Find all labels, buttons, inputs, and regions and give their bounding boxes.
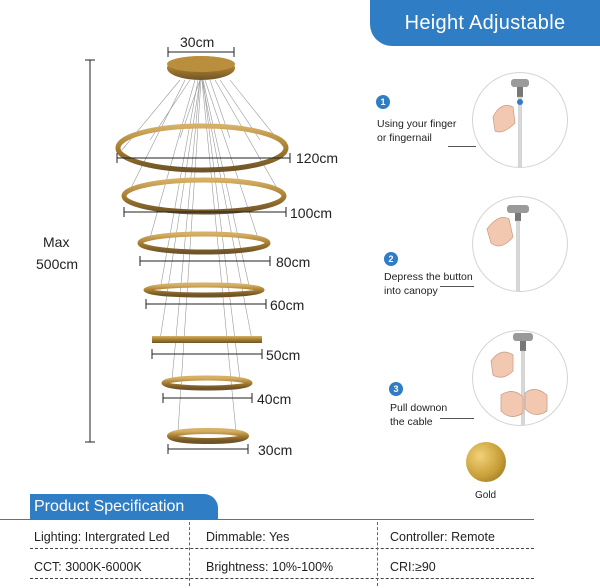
step-1-number: 1 [376,95,390,109]
spec-cri: CRI:≥90 [390,560,436,574]
ring-size-label-50: 50cm [266,347,301,363]
ring-size-label-100: 100cm [290,205,333,221]
spec-controller: Controller: Remote [390,530,495,544]
step-2-illustration [472,196,568,292]
pull-cable-icon [490,333,548,425]
step-3-line-1: Pull downon [390,402,448,414]
chandelier-illustration [85,47,291,454]
max-height-dimension-line [85,59,95,443]
ring-80 [137,231,271,255]
finger-press-icon [492,79,529,167]
ring-60 [143,282,265,298]
step-1-line-2: or fingernail [377,132,432,144]
canopy-dimension-line [167,47,235,57]
ring-120 [115,123,289,173]
step-1-line-1: Using your finger [377,118,457,130]
suspension-wires [121,79,287,433]
spec-divider-1 [30,548,534,549]
ring-size-label-60: 60cm [270,297,305,313]
spec-brightness: Brightness: 10%-100% [206,560,334,574]
step-2-number: 2 [384,252,398,266]
ring-dimension-lines [116,153,291,454]
canopy-width-label: 30cm [180,34,215,50]
spec-title: Product Specification [30,494,218,520]
max-value-label: 500cm [36,256,79,272]
gold-finish-swatch [466,442,506,482]
ring-size-label-120: 120cm [296,150,339,166]
ring-size-label-30: 30cm [258,442,293,458]
step-2-connector [440,286,474,287]
ring-40 [161,375,253,391]
step-3-illustration [472,330,568,426]
spec-dimmable: Dimmable: Yes [206,530,290,544]
step-1-illustration [472,72,568,168]
step-3-connector [440,418,474,419]
step-2-text: Depress the button into canopy [384,270,494,298]
canopy [167,56,235,80]
ring-30 [167,428,249,444]
spec-col-divider-2 [377,522,378,586]
ring-50 [152,336,262,343]
depress-button-icon [486,205,529,291]
ring-size-label-80: 80cm [276,254,311,270]
step-3-line-2: the cable [390,416,433,428]
gold-finish-label: Gold [475,490,497,501]
step-3-number: 3 [389,382,403,396]
ring-100 [121,177,287,215]
step-1-text: Using your finger or fingernail [377,117,487,145]
max-label: Max [43,234,70,250]
spec-cct: CCT: 3000K-6000K [34,560,142,574]
step-2-line-1: Depress the button [384,271,473,283]
spec-col-divider-1 [189,522,190,586]
spec-top-rule [0,519,534,520]
step-1-connector [448,146,476,147]
height-adjustable-title: Height Adjustable [370,0,600,46]
spec-divider-2 [30,578,534,579]
step-2-line-2: into canopy [384,285,438,297]
step-3-text: Pull downon the cable [390,401,500,429]
spec-lighting: Lighting: Intergrated Led [34,530,170,544]
ring-size-label-40: 40cm [257,391,292,407]
